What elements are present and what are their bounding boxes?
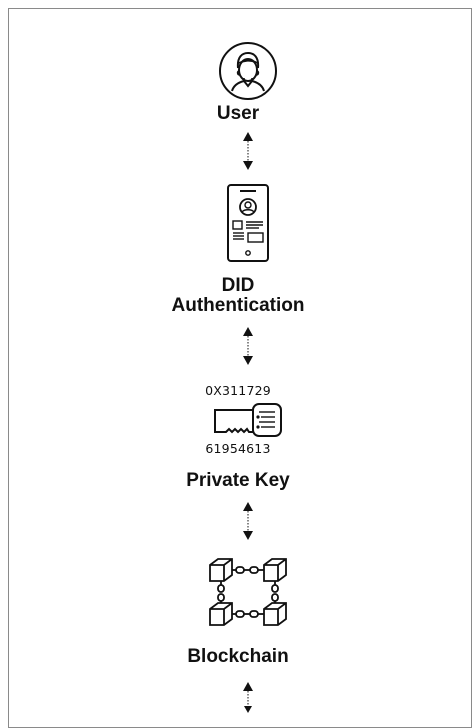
private-key-label: Private Key bbox=[186, 470, 290, 491]
bidirectional-arrow-icon bbox=[243, 502, 253, 540]
key-icon bbox=[214, 403, 282, 437]
bidirectional-arrow-icon bbox=[243, 132, 253, 170]
user-label: User bbox=[216, 103, 260, 124]
id-card-phone-icon bbox=[227, 184, 269, 262]
blockchain-label: Blockchain bbox=[187, 646, 289, 667]
did-label-line1: DID bbox=[221, 275, 255, 296]
blockchain-cubes-icon bbox=[209, 558, 287, 626]
bidirectional-arrow-icon bbox=[243, 327, 253, 365]
bidirectional-arrow-icon bbox=[243, 682, 253, 713]
user-avatar-icon bbox=[219, 42, 277, 100]
key-code-bottom: 61954613 bbox=[205, 441, 271, 456]
key-code-top: 0X311729 bbox=[205, 383, 271, 398]
did-label-line2: Authentication bbox=[171, 295, 305, 316]
diagram-frame bbox=[8, 8, 472, 728]
